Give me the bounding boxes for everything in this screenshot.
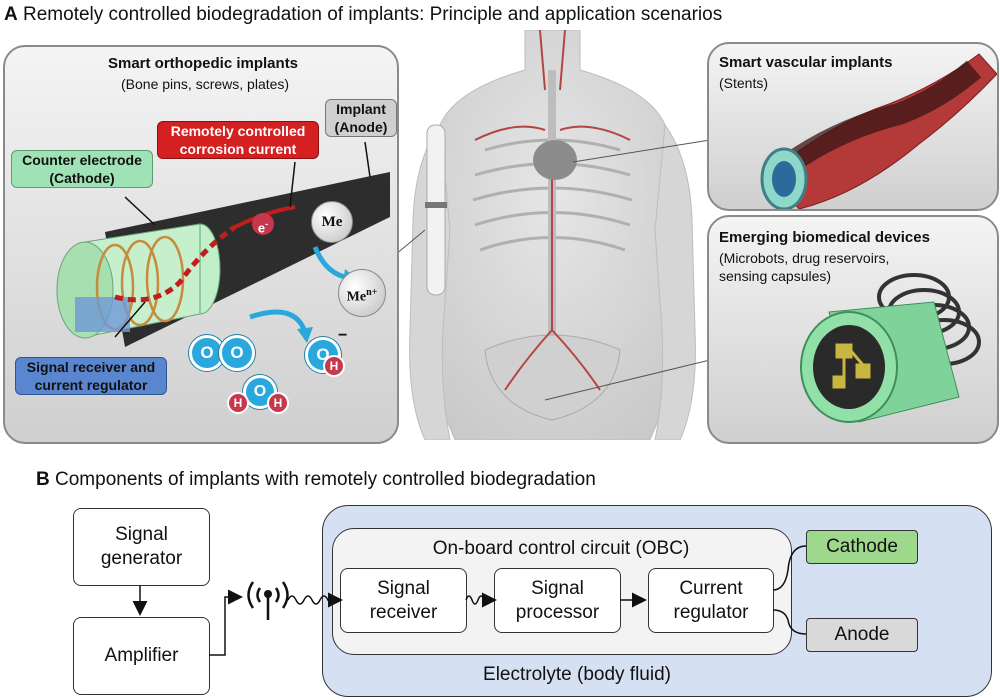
- devices-card-title: Emerging biomedical devices: [719, 229, 930, 246]
- orthopedic-card-subtitle: (Bone pins, screws, plates): [121, 76, 290, 92]
- human-body-figure: [395, 30, 710, 440]
- panel-b-title: Components of implants with remotely con…: [55, 469, 596, 490]
- capsule-device-illustration: [800, 273, 981, 423]
- stent-illustration: [760, 53, 997, 209]
- biomedical-devices-card: Emerging biomedical devices (Microbots, …: [707, 215, 999, 444]
- antenna-icon: [247, 581, 289, 620]
- metal-ion: Men+: [338, 269, 386, 317]
- amplifier-box: Amplifier: [73, 617, 210, 695]
- metal-atom: Me: [311, 201, 353, 243]
- block-diagram-connectors: [132, 545, 807, 656]
- electron-charge: -: [265, 219, 269, 229]
- metal-ion-symbol: Me: [346, 289, 367, 305]
- vascular-implant-card: Smart vascular implants (Stents): [707, 42, 999, 211]
- electrolyte-label: Electrolyte (body fluid): [483, 664, 671, 685]
- obc-title: On-board control circuit (OBC): [432, 538, 690, 559]
- panel-a-letter: A: [4, 4, 18, 25]
- water-hydrogen-2: H: [267, 392, 289, 414]
- devices-card-subtitle: (Microbots, drug reservoirs, sensing cap…: [719, 250, 890, 284]
- panel-b-letter: B: [36, 469, 50, 490]
- signal-receiver-box: Signal receiver: [340, 568, 467, 633]
- panel-a-heading: A Remotely controlled biodegradation of …: [4, 4, 722, 26]
- corrosion-current-label: Remotely controlled corrosion current: [157, 121, 319, 159]
- vascular-card-title: Smart vascular implants: [719, 54, 893, 71]
- electron-symbol: e: [257, 220, 266, 236]
- counter-electrode-label: Counter electrode (Cathode): [11, 150, 153, 188]
- current-regulator-box: Current regulator: [648, 568, 774, 633]
- signal-processor-box: Signal processor: [494, 568, 621, 633]
- panel-a-title: Remotely controlled biodegradation of im…: [23, 4, 723, 25]
- orthopedic-card-title: Smart orthopedic implants: [108, 55, 299, 72]
- anode-box: Anode: [806, 618, 918, 652]
- signal-generator-box: Signal generator: [73, 508, 210, 586]
- implant-anode-label: Implant (Anode): [325, 99, 397, 137]
- metal-ion-charge: n+: [366, 287, 378, 298]
- electron-particle: e-: [252, 213, 274, 235]
- hydroxide-charge: −: [338, 327, 348, 344]
- oxygen-atom-2: O: [219, 335, 255, 371]
- water-hydrogen-1: H: [227, 392, 249, 414]
- panel-b-heading: B Components of implants with remotely c…: [36, 469, 596, 491]
- vascular-card-subtitle: (Stents): [719, 75, 769, 91]
- orthopedic-implant-card: Smart orthopedic implants (Bone pins, sc…: [3, 45, 399, 444]
- cathode-box: Cathode: [806, 530, 918, 564]
- hydroxide-hydrogen: H: [323, 355, 345, 377]
- signal-receiver-label: Signal receiver and current regulator: [15, 357, 167, 395]
